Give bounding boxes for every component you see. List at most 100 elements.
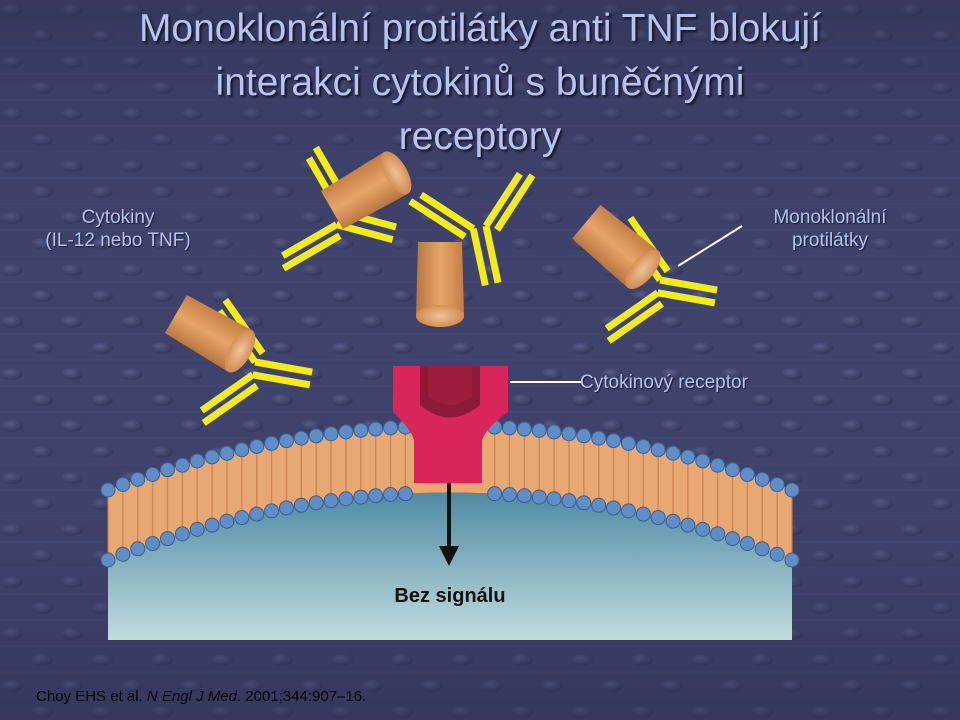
lipid-head <box>531 489 547 505</box>
lipid-head <box>368 421 384 437</box>
lipid-head <box>189 521 205 537</box>
lipid-head <box>383 487 399 503</box>
lipid-head <box>561 426 577 442</box>
lipid-head <box>234 442 250 458</box>
lipid-head <box>710 526 726 542</box>
lipid-head <box>249 438 265 454</box>
citation: Choy EHS et al. N Engl J Med. 2001;344:9… <box>36 688 366 706</box>
lipid-head <box>308 495 324 511</box>
lipid-head <box>695 453 711 469</box>
lipid-head <box>754 541 770 557</box>
lipid-head <box>308 428 324 444</box>
lipid-head <box>219 445 235 461</box>
lipid-head <box>264 435 280 451</box>
receptor-icon <box>393 366 508 483</box>
no-signal-label: Bez signálu <box>394 585 506 607</box>
cytokines-label-line2: (IL-12 nebo TNF) <box>45 230 191 251</box>
lipid-head <box>264 503 280 519</box>
lipid-head <box>680 449 696 465</box>
lipid-head <box>219 513 235 529</box>
lipid-head <box>368 488 384 504</box>
lipid-head <box>754 471 770 487</box>
lipid-head <box>501 420 517 436</box>
lipid-head <box>650 510 666 526</box>
lipid-head <box>650 442 666 458</box>
lipid-head <box>576 495 592 511</box>
lipid-head <box>397 486 413 502</box>
lipid-head <box>769 546 785 562</box>
lipid-head <box>174 457 190 473</box>
lipid-head <box>278 500 294 516</box>
lipid-head <box>695 521 711 537</box>
lipid-head <box>665 445 681 461</box>
title-line-2: interakci cytokinů s buněčnými <box>215 61 745 104</box>
lipid-head <box>546 424 562 440</box>
lipid-head <box>561 493 577 509</box>
arrow-down-icon <box>439 483 459 566</box>
lipid-head <box>784 552 800 568</box>
lipid-head <box>710 457 726 473</box>
lipid-head <box>353 489 369 505</box>
lipid-head <box>174 526 190 542</box>
lipid-head <box>739 536 755 552</box>
lipid-head <box>353 422 369 438</box>
lipid-head <box>159 462 175 478</box>
lipid-head <box>115 477 131 493</box>
lipid-head <box>278 433 294 449</box>
citation-details: . 2001;344:907–16. <box>236 688 367 705</box>
lipid-head <box>383 420 399 436</box>
lipid-head <box>591 430 607 446</box>
lipid-head <box>620 435 636 451</box>
lipid-head <box>516 488 532 504</box>
lipid-head <box>204 517 220 533</box>
lipid-head <box>769 477 785 493</box>
lipid-head <box>145 536 161 552</box>
antibodies-label: Monoklonální protilátky <box>740 206 920 252</box>
lipid-head <box>293 497 309 513</box>
lipid-head <box>189 453 205 469</box>
lipid-head <box>130 541 146 557</box>
lipid-head <box>680 517 696 533</box>
lipid-head <box>204 449 220 465</box>
lipid-head <box>338 424 354 440</box>
slide-title: Monoklonální protilátky anti TNF blokují… <box>0 2 960 164</box>
title-line-3: receptory <box>398 115 562 158</box>
lipid-head <box>130 471 146 487</box>
lipid-head <box>620 503 636 519</box>
lipid-head <box>501 487 517 503</box>
lipid-head <box>145 466 161 482</box>
lipid-head <box>323 493 339 509</box>
antibodies-label-line2: protilátky <box>791 230 869 251</box>
lipid-head <box>249 506 265 522</box>
cytokine-icon <box>163 293 262 378</box>
lipid-head <box>487 486 503 502</box>
citation-authors: Choy EHS et al. <box>36 688 147 705</box>
lipid-head <box>576 428 592 444</box>
cytokine-icon <box>570 203 667 295</box>
lipid-head <box>115 546 131 562</box>
lipid-head <box>159 531 175 547</box>
lipid-head <box>591 497 607 513</box>
lipid-head <box>546 491 562 507</box>
lipid-head <box>293 430 309 446</box>
lipid-head <box>725 462 741 478</box>
lipid-head <box>100 552 116 568</box>
lipid-head <box>739 466 755 482</box>
cytokines-label-line1: Cytokiny <box>81 207 155 228</box>
cytokine-icon <box>416 242 464 327</box>
lipid-head <box>635 438 651 454</box>
lipid-head <box>725 531 741 547</box>
lipid-head <box>606 433 622 449</box>
lipid-head <box>338 491 354 507</box>
lipid-head <box>323 426 339 442</box>
lipid-head <box>665 513 681 529</box>
title-line-1: Monoklonální protilátky anti TNF blokují <box>138 7 822 50</box>
lipid-head <box>234 510 250 526</box>
lipid-head <box>606 500 622 516</box>
lipid-head <box>531 422 547 438</box>
lipid-head <box>100 482 116 498</box>
receptor-label: Cytokinový receptor <box>580 372 748 393</box>
lipid-head <box>635 506 651 522</box>
